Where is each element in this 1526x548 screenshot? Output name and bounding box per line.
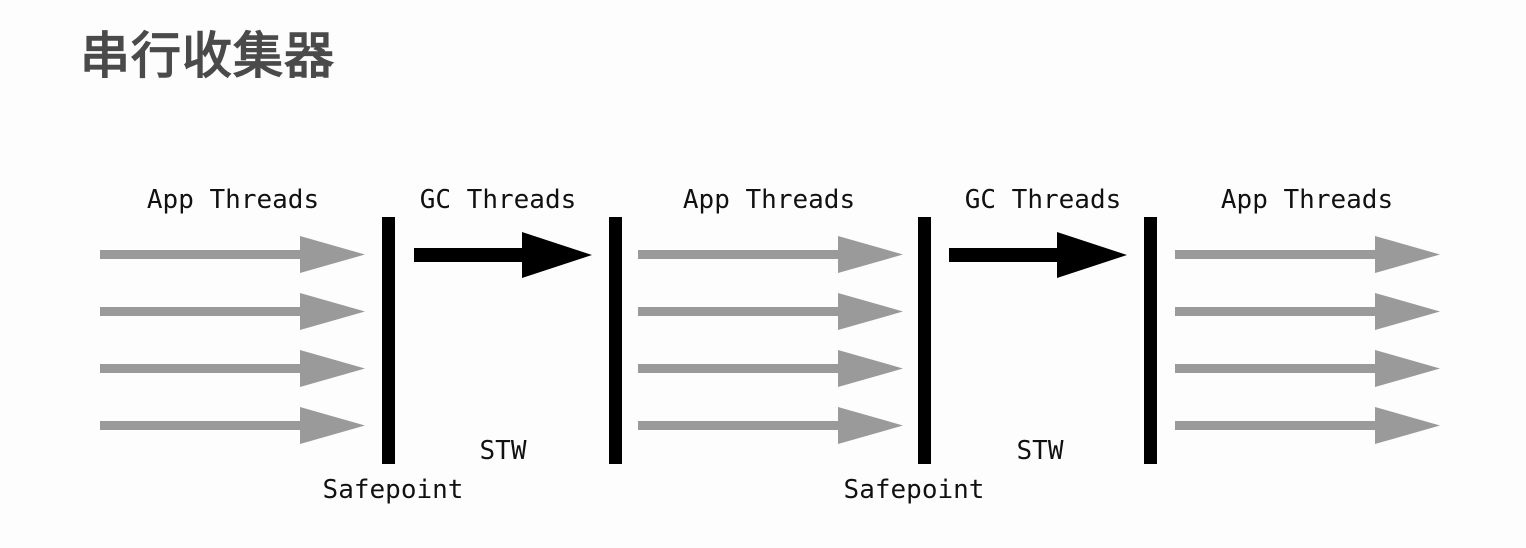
safepoint-label: Safepoint bbox=[323, 475, 464, 505]
app-thread-arrow bbox=[1175, 236, 1440, 273]
app-thread-arrow bbox=[1175, 293, 1440, 330]
app-thread-arrow bbox=[100, 350, 365, 387]
stw-label: STW bbox=[480, 436, 527, 466]
app-thread-arrow bbox=[1175, 350, 1440, 387]
app-threads-group-1 bbox=[100, 236, 365, 444]
safepoint-bar bbox=[382, 217, 395, 464]
phase-label-app-2: App Threads bbox=[683, 185, 855, 215]
app-thread-arrow bbox=[638, 293, 903, 330]
safepoint-bar bbox=[1144, 217, 1157, 464]
stw-label: STW bbox=[1017, 436, 1064, 466]
phase-label-gc-2: GC Threads bbox=[965, 185, 1122, 215]
app-thread-arrow bbox=[638, 236, 903, 273]
app-thread-arrow bbox=[100, 293, 365, 330]
app-thread-arrow bbox=[1175, 407, 1440, 444]
phase-label-gc-1: GC Threads bbox=[420, 185, 577, 215]
app-threads-group-3 bbox=[1175, 236, 1440, 444]
safepoint-bar bbox=[609, 217, 622, 464]
gc-thread-arrow bbox=[949, 232, 1127, 278]
app-thread-arrow bbox=[100, 407, 365, 444]
slide-title: 串行收集器 bbox=[80, 27, 335, 85]
phase-label-app-3: App Threads bbox=[1221, 185, 1393, 215]
app-thread-arrow bbox=[638, 350, 903, 387]
app-thread-arrow bbox=[638, 407, 903, 444]
app-thread-arrow bbox=[100, 236, 365, 273]
gc-thread-arrow bbox=[414, 232, 592, 278]
safepoint-bar bbox=[918, 217, 931, 464]
phase-label-app-1: App Threads bbox=[147, 185, 319, 215]
app-threads-group-2 bbox=[638, 236, 903, 444]
safepoint-label: Safepoint bbox=[844, 475, 985, 505]
